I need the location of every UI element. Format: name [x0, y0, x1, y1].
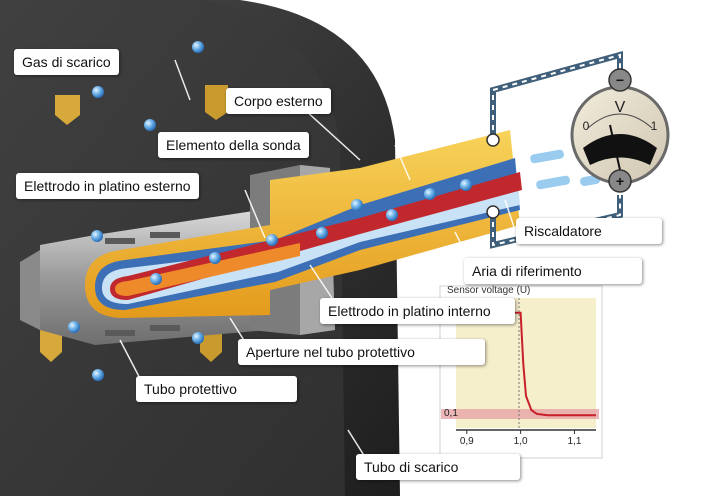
voltmeter-scale-min: 0 — [583, 119, 590, 133]
housing-fins — [40, 85, 228, 362]
minus-terminal-label: − — [616, 72, 624, 88]
label-exhaust-pipe: Tubo di scarico — [356, 454, 521, 480]
label-protective-tube: Tubo protettivo — [136, 376, 297, 402]
x-axis-ticks: 0,9 1,0 1,1 — [460, 430, 582, 447]
label-reference-air: Aria di riferimento — [464, 258, 642, 284]
plus-terminal — [608, 169, 632, 193]
label-outer-body: Corpo esterno — [226, 88, 331, 114]
voltmeter: V 0 1 − + — [570, 68, 670, 193]
label-exhaust-gas: Gas di scarico — [14, 49, 119, 75]
reference-band — [441, 409, 599, 419]
label-protective-tube-openings: Aperture nel tubo protettivo — [238, 339, 485, 365]
gas-bubbles — [68, 41, 472, 381]
x-tick-label: 0,9 — [460, 436, 474, 447]
y-tick-label: 0,1 — [444, 408, 458, 419]
label-heater: Riscaldatore — [516, 218, 662, 244]
voltmeter-unit: V — [615, 99, 626, 116]
terminal-bottom — [486, 205, 500, 219]
label-inner-platinum-electrode: Elettrodo in platino interno — [320, 298, 515, 324]
minus-terminal — [608, 68, 632, 92]
x-tick-label: 1,0 — [514, 436, 528, 447]
terminal-top — [486, 133, 500, 147]
label-outer-platinum-electrode: Elettrodo in platino esterno — [16, 173, 199, 199]
x-tick-label: 1,1 — [568, 436, 582, 447]
plus-terminal-label: + — [616, 173, 624, 189]
label-probe-element: Elemento della sonda — [158, 132, 309, 158]
chart-y-label: Sensor voltage (U) — [447, 285, 531, 296]
voltmeter-scale-max: 1 — [651, 119, 658, 133]
